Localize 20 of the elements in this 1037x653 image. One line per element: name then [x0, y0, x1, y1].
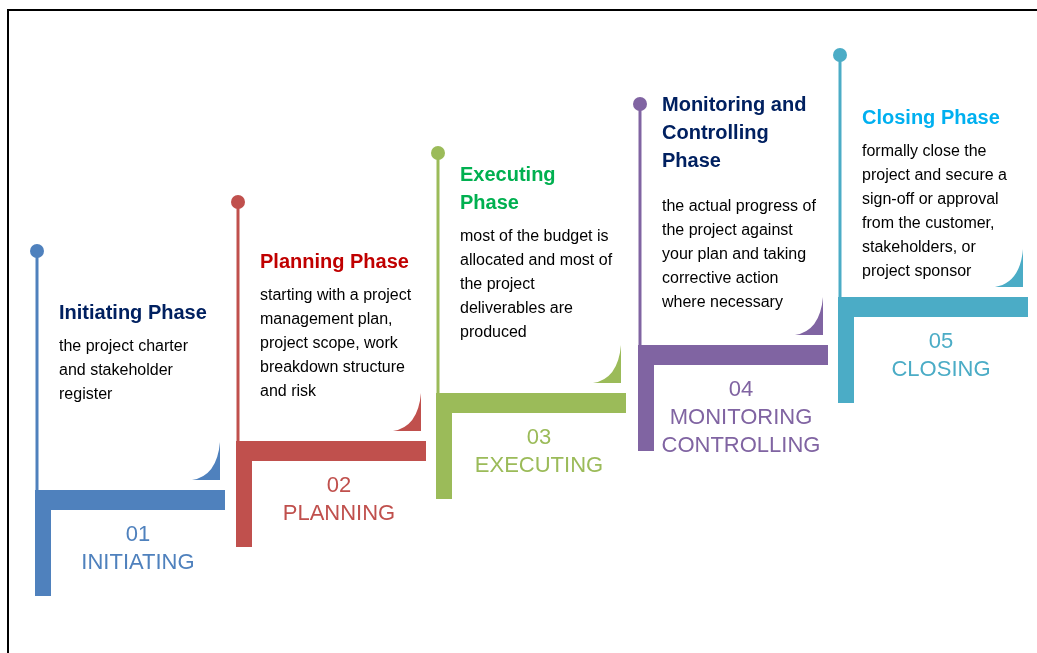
phase-description: formally close the project and secure a sign-off or approval from the customer, stakeholders, or project sponsor: [862, 141, 1008, 281]
phase-description: the project charter and stakeholder register: [59, 336, 189, 404]
phase-heading: Monitoring and Controlling Phase: [662, 92, 808, 173]
phase-description: the actual progress of the project against your plan and taking corrective action where necessary: [662, 196, 817, 312]
phase-heading: Executing Phase: [460, 162, 557, 215]
step-number: 04: [728, 375, 754, 403]
step-name: PLANNING: [282, 499, 396, 527]
phase-description: most of the budget is allocated and most of the project deliverables are produced: [460, 226, 614, 342]
step-name: MONITORING CONTROLLING: [660, 403, 822, 459]
phase-heading: Closing Phase: [862, 105, 1001, 130]
step-number: 05: [928, 327, 954, 355]
step-number: 02: [326, 471, 352, 499]
step-name: CLOSING: [891, 355, 991, 383]
step-number: 01: [125, 520, 151, 548]
step-number: 03: [526, 423, 552, 451]
step-name: EXECUTING: [474, 451, 604, 479]
phase-description: starting with a project management plan, project scope, work breakdown structure and risk: [260, 285, 413, 401]
phase-heading: Planning Phase: [260, 249, 410, 274]
phase-heading: Initiating Phase: [59, 300, 208, 325]
step-name: INITIATING: [81, 548, 195, 576]
